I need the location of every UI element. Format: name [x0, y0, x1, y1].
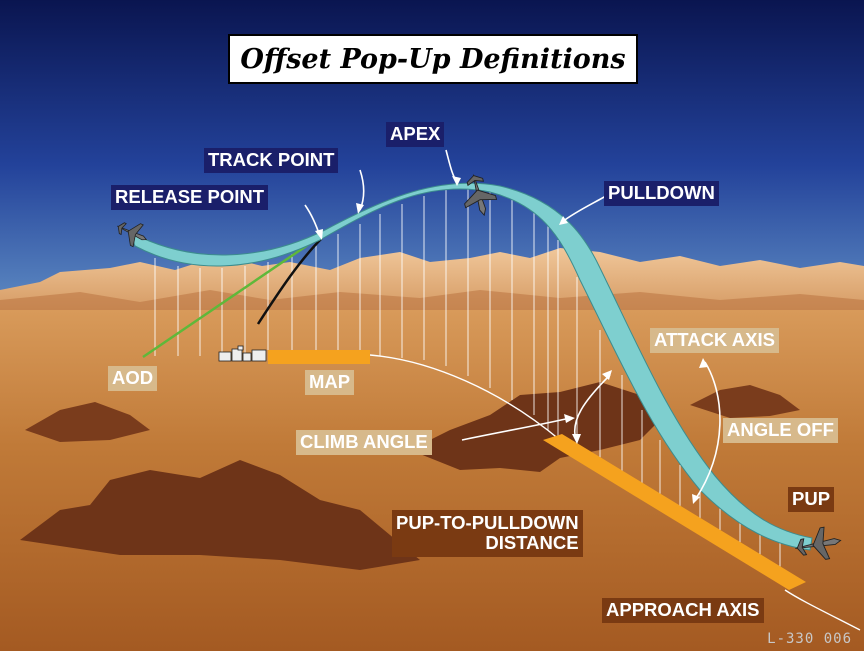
figure-code: L-330 006	[767, 631, 852, 647]
label-pup-to-pulldown-line2: DISTANCE	[485, 532, 579, 554]
aod-line	[142, 236, 319, 359]
climb-angle-arc	[574, 374, 611, 441]
aircraft-release	[117, 222, 148, 248]
approach-ground-track	[369, 354, 561, 441]
page-title: Offset Pop-Up Definitions	[228, 34, 638, 84]
mountain-left-small	[25, 402, 150, 442]
release-trajectory	[256, 237, 323, 325]
altitude-drop-lines	[154, 188, 781, 577]
label-pup-to-pulldown-line1: PUP-TO-PULLDOWN	[396, 512, 579, 533]
label-track-point: TRACK POINT	[204, 148, 339, 173]
label-map: MAP	[305, 370, 355, 395]
mountain-center	[410, 382, 660, 472]
angle-off-arc	[694, 361, 721, 501]
label-release-point: RELEASE POINT	[111, 185, 269, 210]
map-strip	[268, 350, 370, 364]
target-buildings	[218, 345, 267, 362]
label-pulldown: PULLDOWN	[604, 181, 719, 206]
approach-axis-band	[543, 434, 806, 590]
label-climb-angle: CLIMB ANGLE	[296, 430, 432, 455]
aircraft-pup	[795, 526, 842, 560]
label-angle-off: ANGLE OFF	[723, 418, 838, 443]
label-apex: APEX	[386, 122, 445, 147]
ground-track-extension	[784, 589, 861, 631]
label-aod: AOD	[108, 366, 158, 391]
aircraft-apex	[464, 174, 498, 217]
label-approach-axis: APPROACH AXIS	[602, 598, 764, 623]
label-attack-axis: ATTACK AXIS	[650, 328, 779, 353]
climb-angle-pointer	[461, 417, 571, 441]
flight-path-ribbon	[129, 182, 813, 551]
label-pup-to-pulldown-distance: PUP-TO-PULLDOWN DISTANCE	[392, 510, 583, 557]
arrow-heads	[315, 176, 708, 504]
label-pup: PUP	[788, 487, 835, 512]
mountain-left	[20, 460, 420, 570]
